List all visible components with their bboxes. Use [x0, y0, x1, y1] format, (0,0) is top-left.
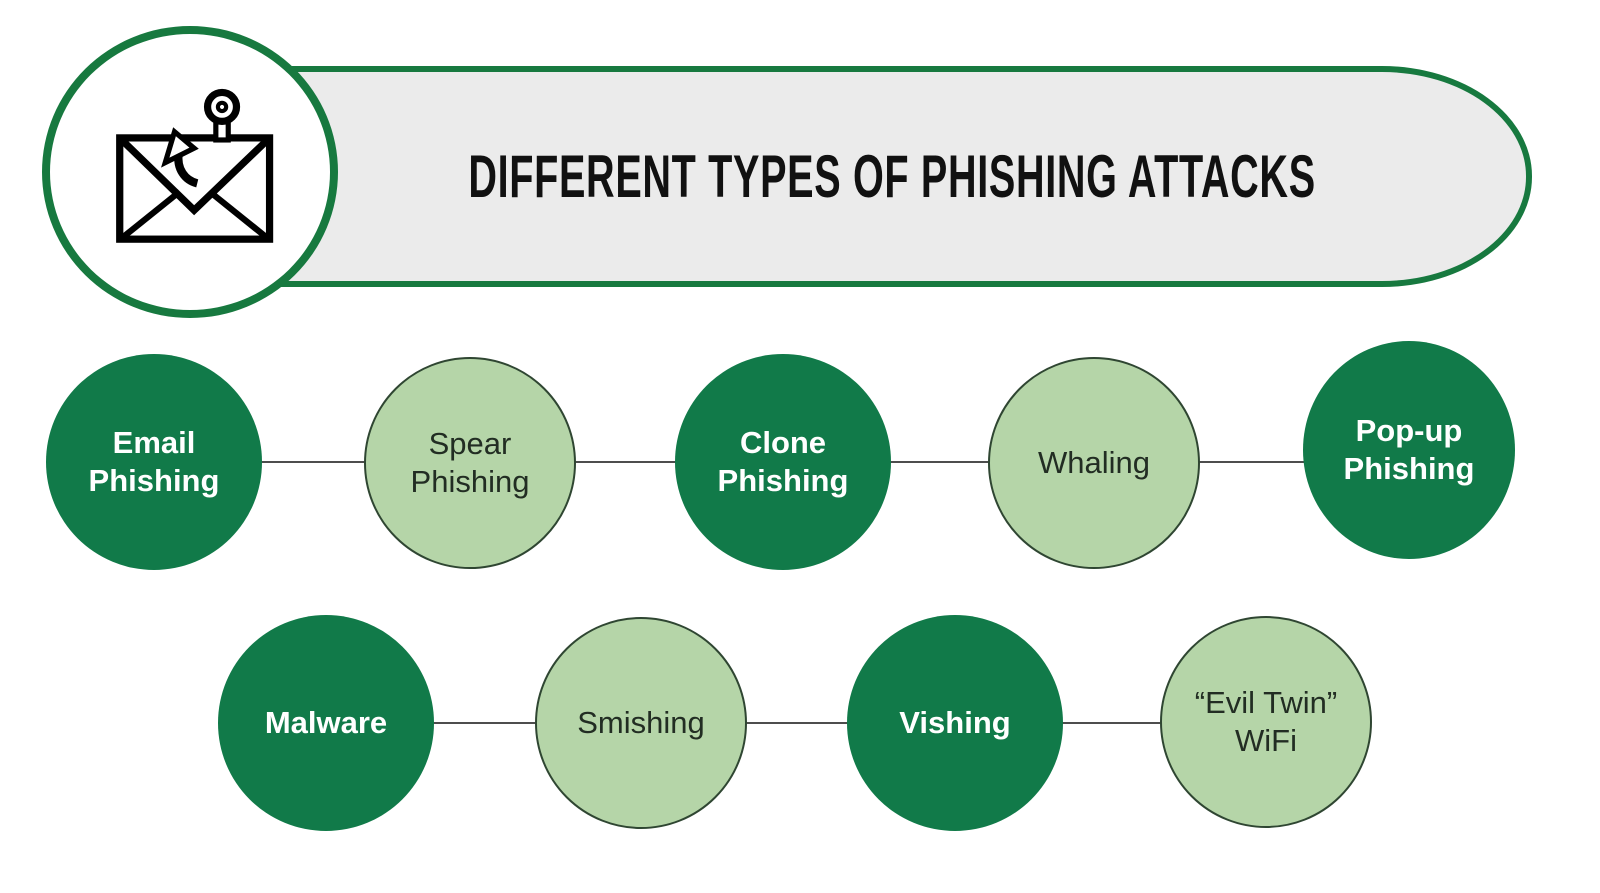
node-label-line: Email [112, 424, 196, 460]
header-badge [42, 26, 338, 318]
node-label-line: Spear [428, 425, 512, 461]
node-spear-phishing: Spear Phishing [364, 357, 576, 569]
page-title: DIFFERENT TYPES OF PHISHING ATTACKS [467, 143, 1316, 210]
node-label-line: Phishing [1343, 451, 1475, 486]
node-label-line: Malware [264, 704, 388, 740]
envelope-with-fishing-hook-icon [116, 88, 274, 243]
node-label-line: Vishing [899, 704, 1011, 740]
connector-row-2 [326, 722, 1266, 724]
node-label-line: “Evil Twin” [1194, 684, 1338, 720]
node-pop-up-phishing: Pop-up Phishing [1303, 341, 1515, 559]
node-label-line: Whaling [1038, 444, 1150, 480]
node-label-line: Smishing [577, 704, 705, 740]
node-evil-twin-wifi: “Evil Twin” WiFi [1160, 616, 1372, 828]
node-label-line: Phishing [717, 463, 849, 498]
node-label-line: Clone [739, 424, 827, 460]
node-label-line: Phishing [88, 463, 220, 498]
node-email-phishing: Email Phishing [46, 354, 262, 570]
node-label-line: Phishing [410, 464, 530, 499]
node-malware: Malware [218, 615, 434, 831]
node-smishing: Smishing [535, 617, 747, 829]
node-whaling: Whaling [988, 357, 1200, 569]
node-vishing: Vishing [847, 615, 1063, 831]
title-banner: DIFFERENT TYPES OF PHISHING ATTACKS [205, 66, 1532, 287]
node-clone-phishing: Clone Phishing [675, 354, 891, 570]
node-label-line: WiFi [1235, 723, 1297, 758]
node-label-line: Pop-up [1355, 412, 1463, 448]
